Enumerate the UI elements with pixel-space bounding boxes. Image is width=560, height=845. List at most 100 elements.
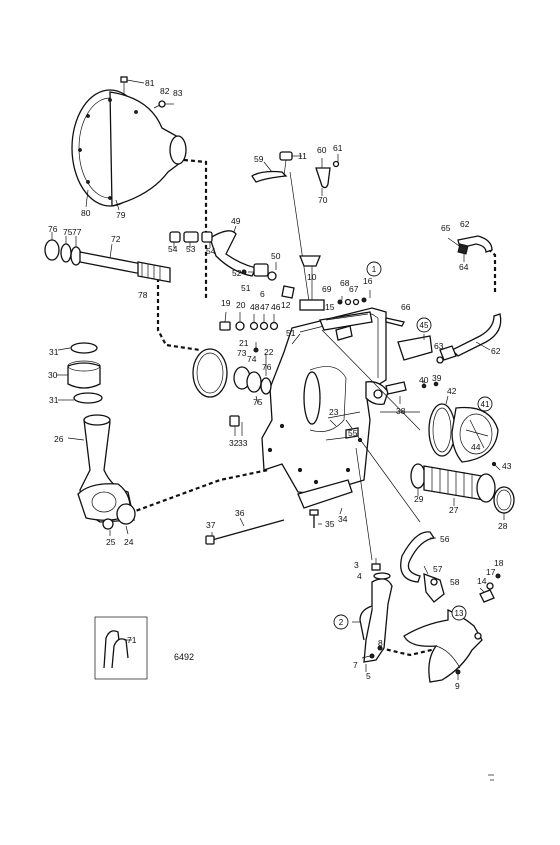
shift-lever [251, 151, 302, 183]
label-66: 66 [401, 302, 411, 312]
circled-label-1: 1 [366, 261, 382, 277]
long-bolt-36 [205, 517, 285, 545]
label-43: 43 [502, 461, 512, 471]
hose-49 [169, 225, 257, 277]
label-77: 77 [72, 227, 82, 237]
label-15: 15 [325, 302, 335, 312]
label-17: 17 [486, 567, 496, 577]
circled-label-45: 45 [416, 317, 432, 333]
bell-housing [71, 89, 187, 207]
fittings-14-17-18 [479, 573, 501, 603]
inset-label-71: 71 [127, 635, 137, 645]
label-39: 39 [432, 373, 442, 383]
drawing-code: 6492 [174, 652, 194, 662]
label-50: 50 [271, 251, 281, 261]
label-11: 11 [298, 151, 307, 161]
svg-text:41: 41 [481, 400, 490, 409]
label-51b: 51 [286, 328, 296, 338]
assembly-line [379, 646, 441, 657]
label-32: 32 [229, 438, 239, 448]
label-26: 26 [54, 434, 64, 444]
cover-13 [403, 609, 483, 683]
label-62a: 62 [460, 219, 470, 229]
circled-label-2: 2 [333, 614, 349, 630]
fitting-50-51-52-6 [241, 262, 295, 299]
circled-label-13: 13 [451, 605, 467, 621]
small-hardware-top [337, 290, 405, 327]
label-8: 8 [378, 638, 383, 648]
label-14: 14 [477, 576, 487, 586]
shift-fork-2 [352, 558, 393, 672]
part-10 [299, 255, 321, 267]
label-48: 48 [250, 302, 260, 312]
label-72: 72 [111, 234, 121, 244]
svg-text:45: 45 [420, 321, 429, 330]
label-78: 78 [138, 290, 148, 300]
label-20: 20 [236, 300, 246, 310]
svg-text:13: 13 [455, 609, 464, 618]
label-59: 59 [254, 154, 264, 164]
label-75a: 75 [63, 227, 73, 237]
hose-62 [439, 235, 502, 361]
fitting-57-58 [423, 565, 445, 603]
label-5: 5 [366, 671, 371, 681]
label-27: 27 [449, 505, 459, 515]
label-6: 6 [260, 289, 265, 299]
inset-box-71 [94, 616, 148, 680]
label-54a: 54 [168, 244, 178, 254]
assembly-line [183, 158, 208, 300]
part-labels: 81 82 83 80 79 11 59 60 61 70 76 75 77 7… [48, 78, 512, 691]
label-7: 7 [353, 660, 358, 670]
svg-text:2: 2 [339, 618, 344, 627]
label-75b: 75 [253, 397, 263, 407]
label-33: 33 [238, 438, 248, 448]
cover-45 [397, 334, 444, 364]
seal-ring-42 [428, 395, 456, 457]
label-55: 55 [348, 428, 358, 438]
label-58: 58 [450, 577, 460, 587]
label-40: 40 [419, 375, 429, 385]
label-36: 36 [235, 508, 245, 518]
label-57: 57 [433, 564, 443, 574]
label-35: 35 [325, 519, 335, 529]
label-21: 21 [239, 338, 249, 348]
label-64: 64 [459, 262, 469, 272]
shaft-72 [44, 232, 171, 283]
label-44: 44 [471, 442, 481, 452]
label-51a: 51 [241, 283, 251, 293]
label-31a: 31 [49, 347, 59, 357]
label-76: 76 [48, 224, 58, 234]
circled-label-41: 41 [477, 396, 493, 412]
bellows-27-29-28 [410, 463, 515, 520]
label-83: 83 [173, 88, 183, 98]
label-23: 23 [329, 407, 339, 417]
pin-38-39-40 [385, 380, 439, 404]
bellows-housing-41 [451, 406, 501, 471]
assembly-line [156, 278, 201, 352]
label-25: 25 [106, 537, 116, 547]
label-68: 68 [340, 278, 350, 288]
label-81: 81 [145, 78, 155, 88]
label-4: 4 [357, 571, 362, 581]
label-42: 42 [447, 386, 457, 396]
label-73: 73 [237, 348, 247, 358]
label-28: 28 [498, 521, 508, 531]
hose-56 [400, 531, 436, 583]
label-67: 67 [349, 284, 359, 294]
label-70: 70 [318, 195, 328, 205]
label-60: 60 [317, 145, 327, 155]
seal-assembly [56, 342, 103, 404]
hardware-row [219, 311, 279, 331]
label-63: 63 [434, 341, 444, 351]
label-54b: 54 [206, 246, 216, 256]
label-62b: 62 [491, 346, 501, 356]
washer-82-83 [153, 100, 174, 109]
label-49: 49 [231, 216, 241, 226]
label-30: 30 [48, 370, 58, 380]
label-53: 53 [186, 244, 196, 254]
label-22: 22 [264, 347, 274, 357]
label-9: 9 [455, 681, 460, 691]
label-37: 37 [206, 520, 216, 530]
label-34: 34 [338, 514, 348, 524]
